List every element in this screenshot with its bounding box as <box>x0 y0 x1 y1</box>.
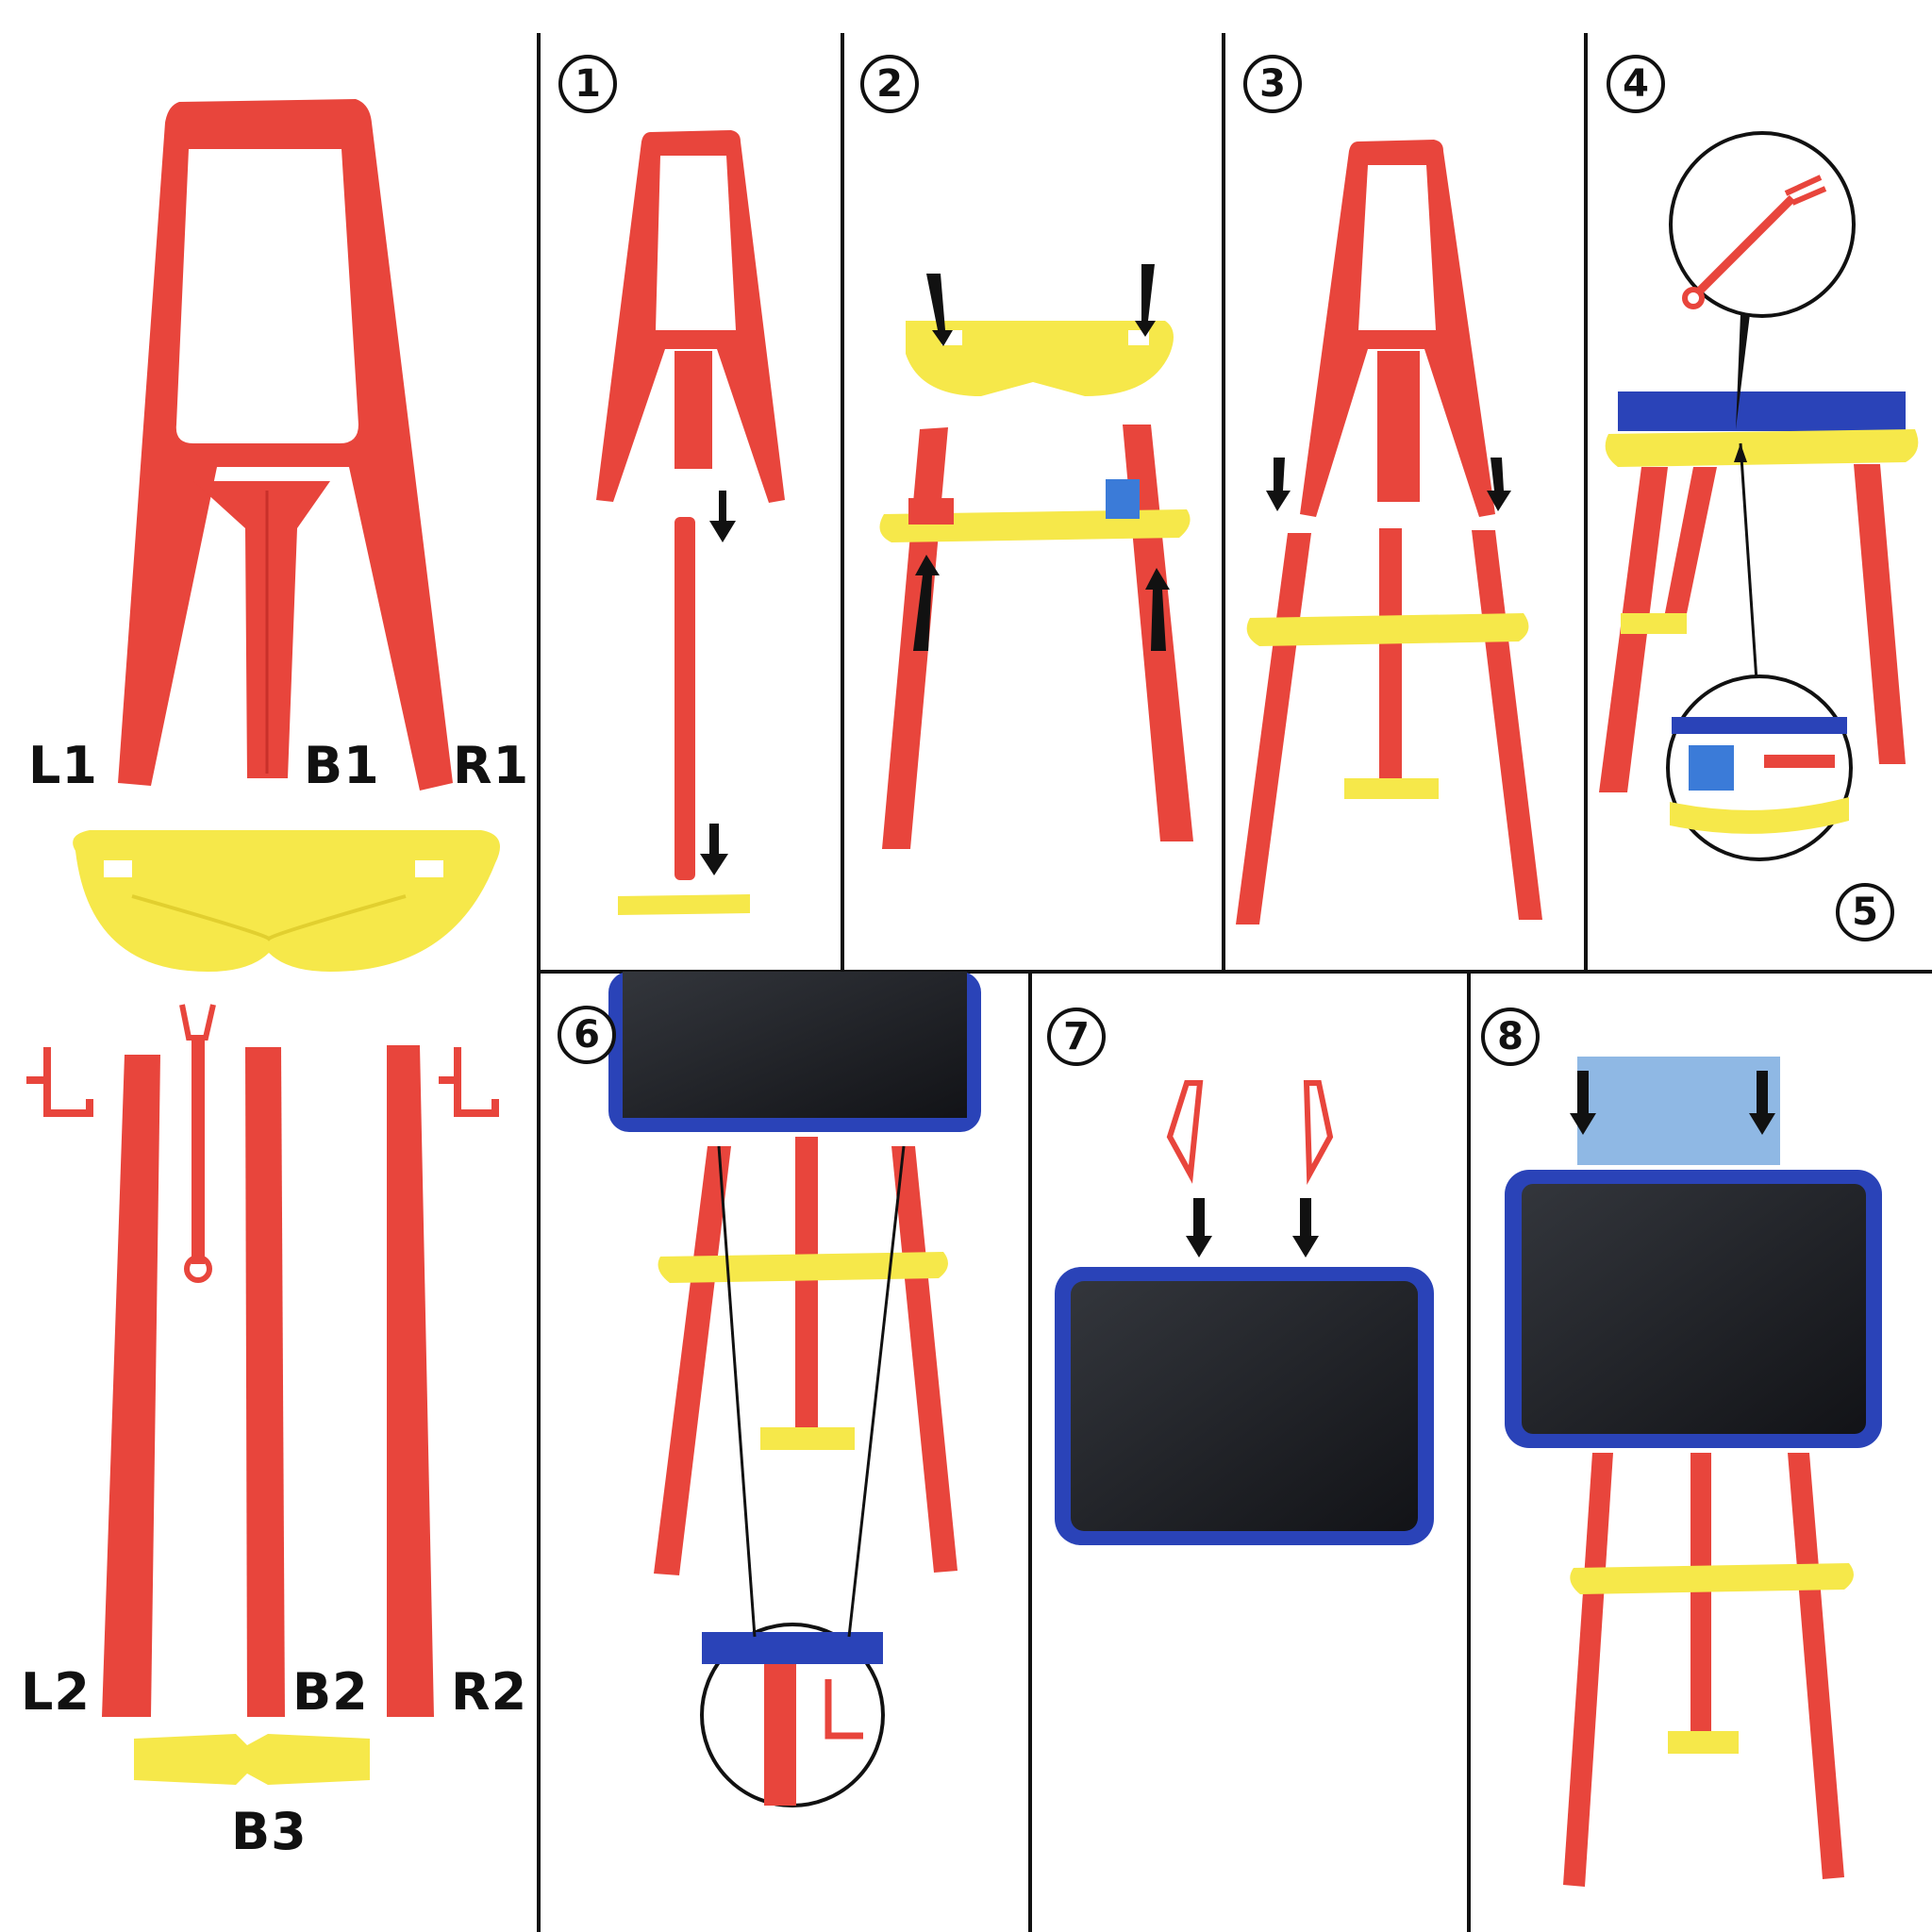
step7-board <box>1055 1080 1434 1545</box>
step3-arrows <box>1266 458 1511 511</box>
step7-arrows <box>1186 1198 1319 1257</box>
step-badge-4: 4 <box>1607 55 1665 113</box>
step5-zoom <box>1666 675 1853 861</box>
step-badge-5: 5 <box>1836 883 1894 941</box>
step-badge-1: 1 <box>558 55 617 113</box>
label-b3: B3 <box>231 1802 308 1861</box>
part-a-frame <box>118 99 453 791</box>
step6-zoom <box>700 1145 906 1807</box>
label-r1: R1 <box>453 736 530 795</box>
step1-arrows <box>700 491 736 875</box>
step-badge-3: 3 <box>1243 55 1302 113</box>
step8-easel <box>1505 1057 1882 1887</box>
step1-frame <box>596 130 785 915</box>
label-b2: B2 <box>292 1662 369 1722</box>
part-brace <box>179 1004 216 1283</box>
label-l2: L2 <box>21 1662 91 1722</box>
label-b1: B1 <box>304 736 380 795</box>
step4-stand <box>1599 391 1919 792</box>
step2-arrows <box>913 264 1170 651</box>
step6-stand <box>608 972 981 1575</box>
step8-arrows <box>1570 1071 1775 1135</box>
part-legs <box>102 1045 434 1717</box>
part-tray <box>73 830 501 972</box>
step-badge-2: 2 <box>860 55 919 113</box>
part-hooks <box>26 1047 499 1117</box>
step3-stand <box>1236 140 1542 924</box>
step-badge-6: 6 <box>558 1006 616 1064</box>
step4-zoom-top <box>1669 131 1856 682</box>
step-badge-7: 7 <box>1047 1008 1106 1066</box>
part-foot <box>134 1734 370 1785</box>
step-badge-8: 8 <box>1481 1008 1540 1066</box>
label-r2: R2 <box>451 1662 528 1722</box>
label-l1: L1 <box>28 736 98 795</box>
